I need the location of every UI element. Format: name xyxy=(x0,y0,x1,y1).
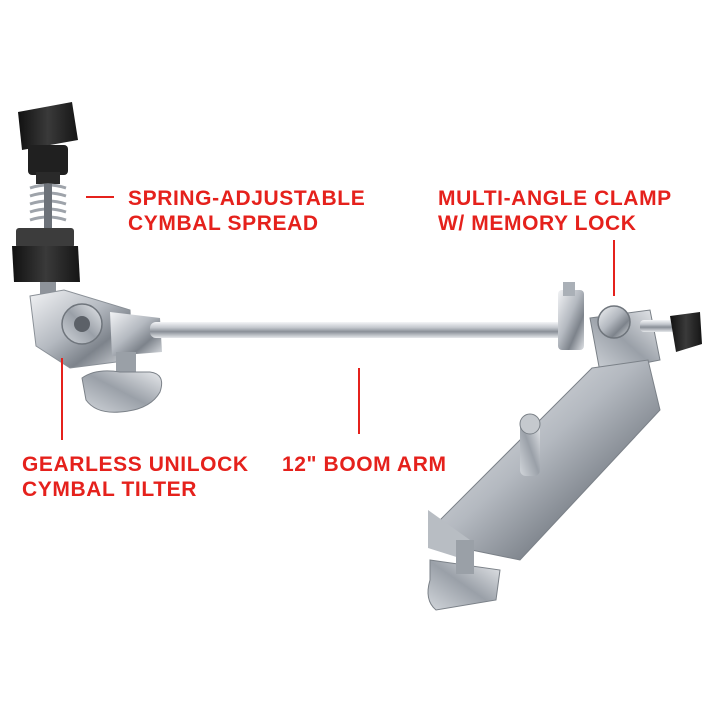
leader-line-arm xyxy=(358,368,360,434)
clamp-wing-screw xyxy=(427,559,501,611)
leader-line-tilter xyxy=(61,358,63,440)
tilter-wing-screw xyxy=(81,352,163,413)
felt-washer xyxy=(16,228,74,248)
callout-arm-line1: 12ʺ BOOM ARM xyxy=(282,453,447,476)
callout-clamp-line2: W/ MEMORY LOCK xyxy=(438,212,637,235)
callout-clamp-line1: MULTI-ANGLE CLAMP xyxy=(438,187,672,210)
leader-line-spread xyxy=(86,196,114,198)
boom-arm-rod xyxy=(150,322,570,338)
callout-spring-adjustable: SPRING-ADJUSTABLE CYMBAL SPREAD xyxy=(128,186,365,236)
callout-tilter-line2: CYMBAL TILTER xyxy=(22,478,198,501)
cymbal-lower-nut xyxy=(12,246,80,282)
callout-multi-angle-clamp: MULTI-ANGLE CLAMP W/ MEMORY LOCK xyxy=(438,186,672,236)
tilter-joint xyxy=(29,289,162,369)
clamp-rubber-handle xyxy=(670,312,702,352)
leader-line-clamp xyxy=(613,240,615,296)
callout-tilter-line1: GEARLESS UNILOCK xyxy=(22,453,249,476)
callout-spread-line2: CYMBAL SPREAD xyxy=(128,212,319,235)
callout-gearless-tilter: GEARLESS UNILOCK CYMBAL TILTER xyxy=(22,452,249,502)
cymbal-top-nut xyxy=(18,102,78,184)
callout-spread-line1: SPRING-ADJUSTABLE xyxy=(128,187,366,210)
multi-angle-clamp xyxy=(427,282,702,611)
callout-boom-arm: 12ʺ BOOM ARM xyxy=(282,452,447,477)
